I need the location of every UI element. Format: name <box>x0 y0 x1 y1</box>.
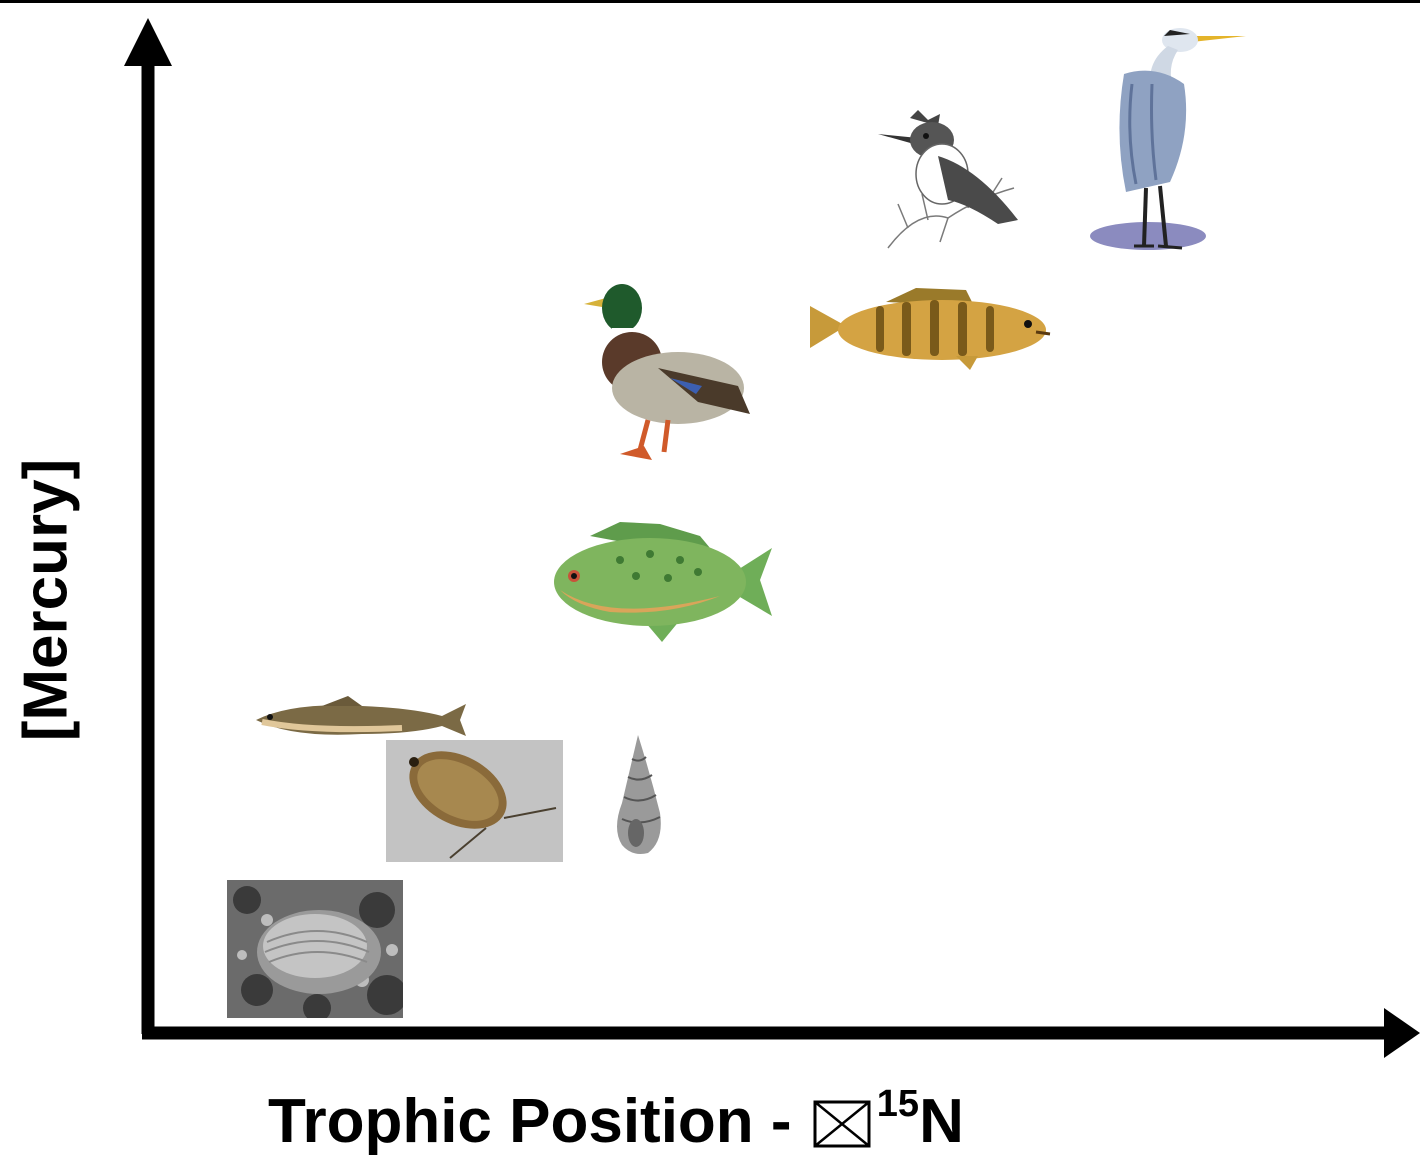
sem-micrograph-icon <box>227 880 403 1018</box>
isotope-superscript: 15 <box>877 1083 919 1125</box>
y-axis-arrowhead <box>124 18 172 66</box>
y-axis-label: [Mercury] <box>11 459 82 742</box>
snail-shell-icon <box>608 733 668 857</box>
heron-icon <box>1074 24 1250 256</box>
water-flea-icon <box>386 740 563 862</box>
x-axis-arrowhead <box>1384 1008 1420 1058</box>
x-axis-label: Trophic Position - 15N <box>268 1086 964 1163</box>
boxed-x-icon <box>813 1092 871 1163</box>
sunfish-icon <box>550 520 774 646</box>
x-axis-label-text: Trophic Position - <box>268 1087 809 1156</box>
duck-icon <box>578 282 752 464</box>
isotope-element: N <box>919 1087 964 1156</box>
perch-fish-icon <box>806 286 1052 372</box>
kingfisher-icon <box>878 108 1024 254</box>
